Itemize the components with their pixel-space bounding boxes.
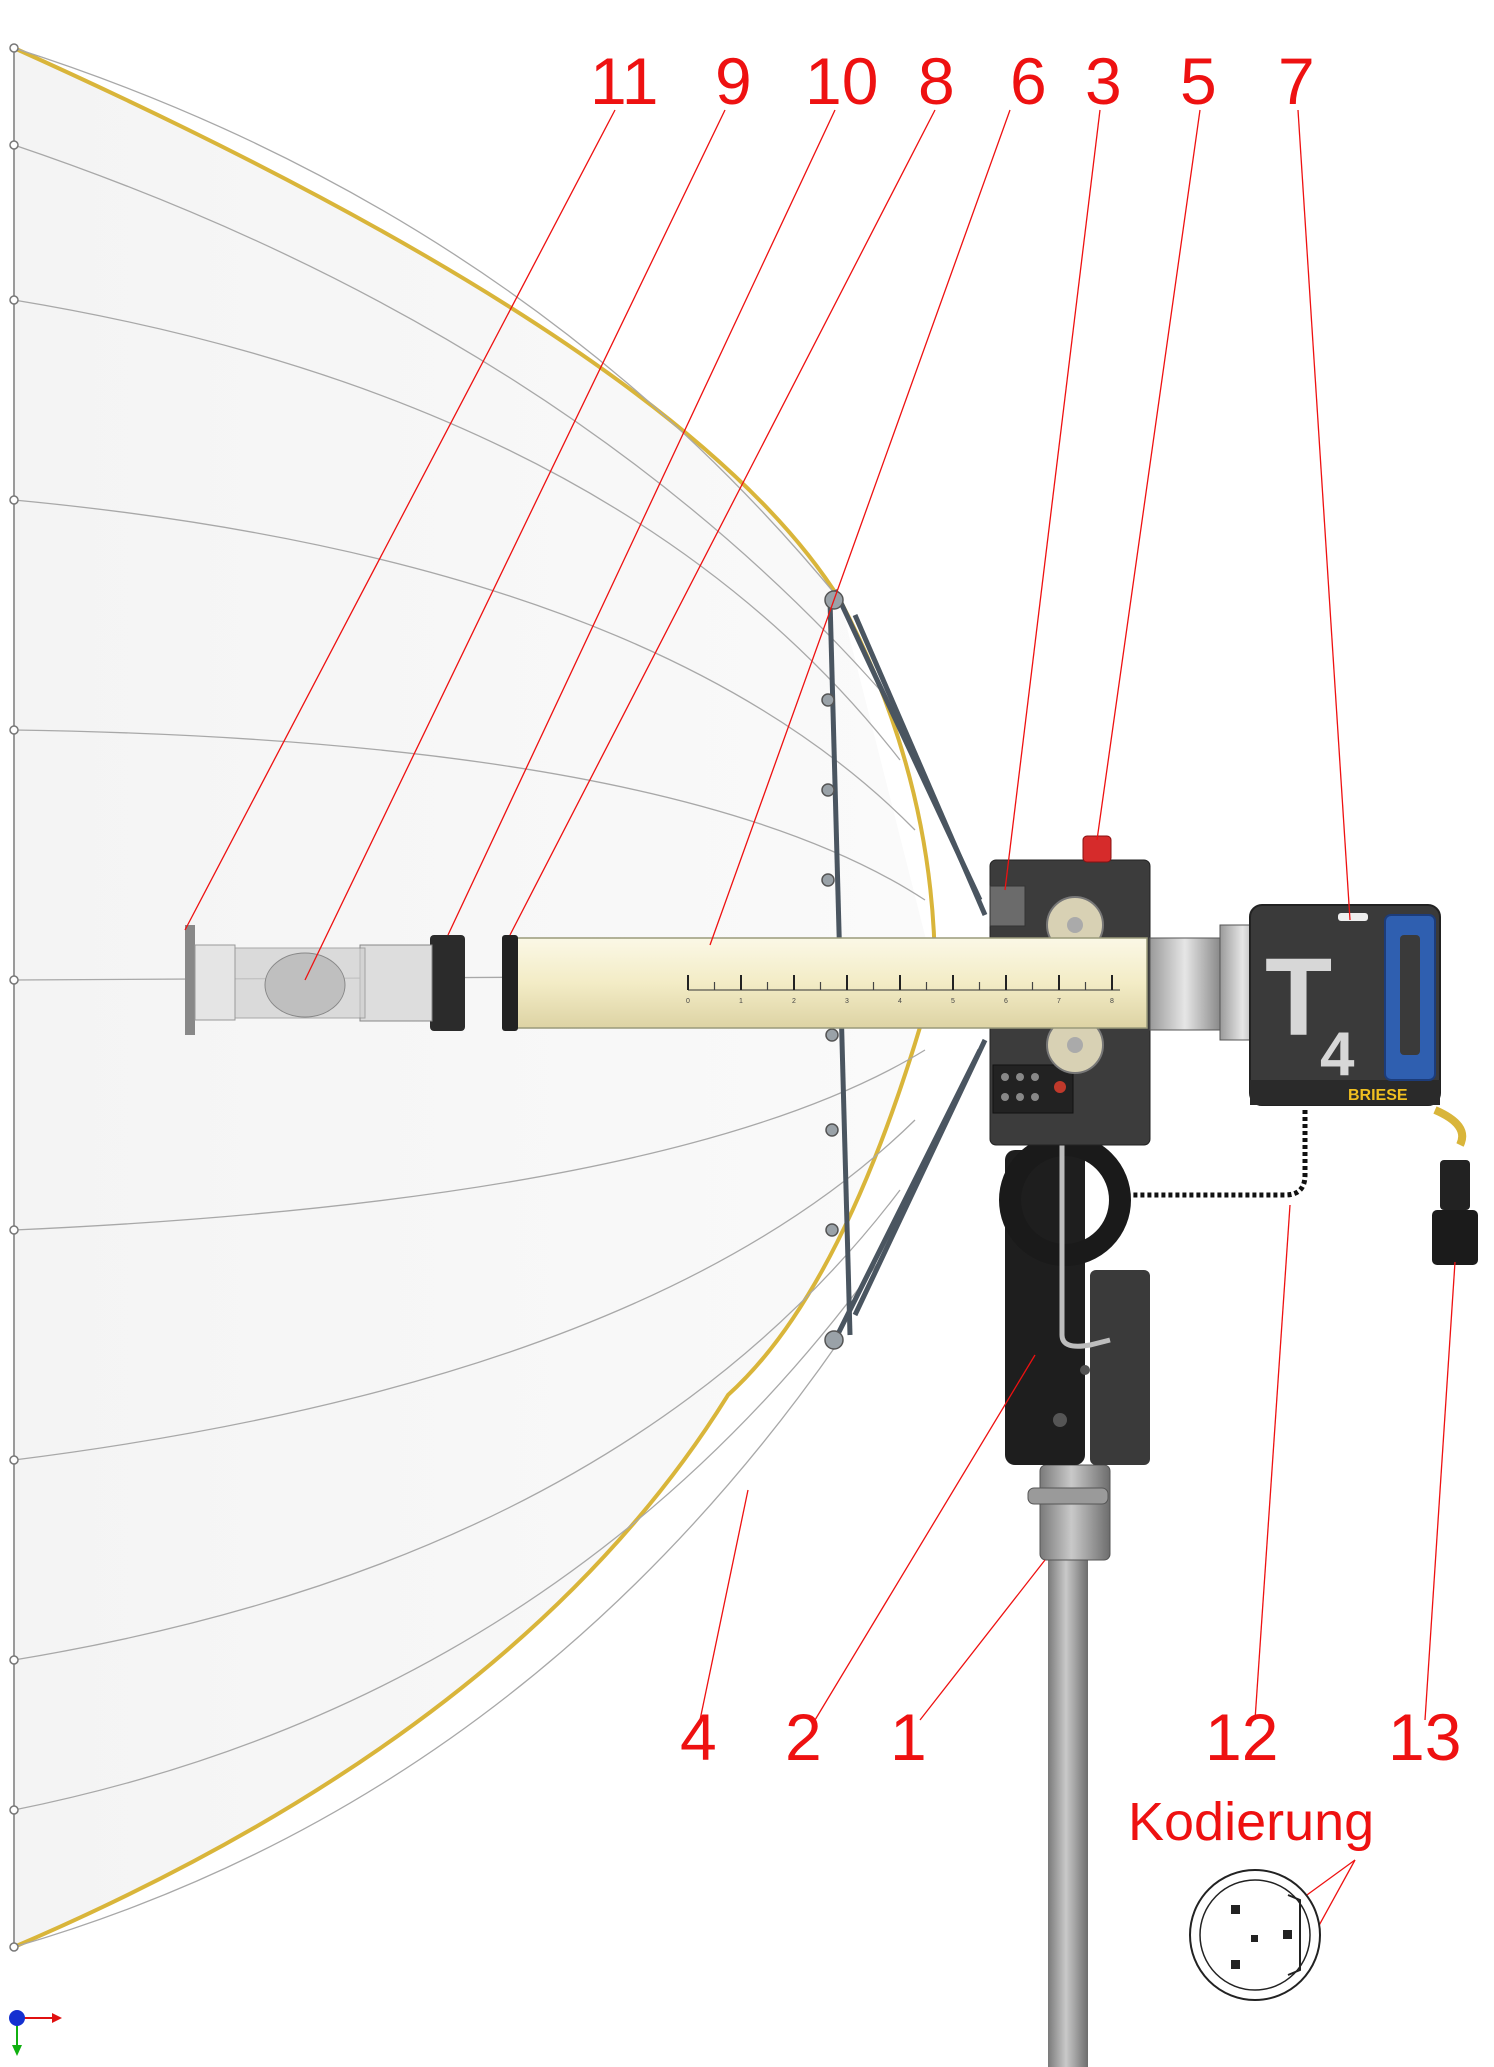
leader-8 [509,109,936,936]
focus-tube: 0 1 2 3 4 5 6 7 8 [506,937,1148,1029]
callout-3: 3 [1085,44,1122,118]
brand-logo: BRIESE [1348,1087,1408,1104]
leader-9 [304,109,726,981]
model-number: 4 [1320,1020,1355,1089]
scale-number: 8 [1110,998,1114,1005]
callout-6: 6 [1010,44,1047,118]
leader-11 [184,109,616,931]
leader-3 [1004,109,1101,891]
callout-9: 9 [715,44,752,118]
leader-2 [814,1354,1036,1721]
callout-10: 10 [805,44,878,118]
pin-2 [1251,1935,1258,1942]
callout-4: 4 [680,1700,717,1774]
axis-triad [9,2010,62,2056]
pin-1 [1231,1905,1240,1914]
leader-1 [919,1559,1046,1721]
model-letter: T [1265,936,1332,1059]
strut-joints [821,590,844,1350]
leader-5 [1096,109,1201,841]
leader-7 [1297,109,1351,921]
pin-4 [1283,1930,1292,1939]
reflector [9,43,938,1952]
power-plug [1432,1160,1478,1265]
callout-5: 5 [1180,44,1217,118]
scale-number: 6 [1004,998,1008,1005]
ring-8 [502,935,518,1031]
callout-12: 12 [1205,1700,1278,1774]
callout-7: 7 [1278,44,1315,118]
lamp-assembly [185,925,518,1035]
stand-pole [1048,1530,1088,2067]
scale-number: 1 [739,998,743,1005]
callout-labels: 11 9 10 8 6 3 5 7 4 2 1 12 13 [590,44,1461,1774]
scale-number: 3 [845,998,849,1005]
rear-coupling [1149,924,1266,1041]
scale-number: 0 [686,998,690,1005]
coding-label: Kodierung [1128,1792,1374,1852]
callout-11: 11 [590,44,659,118]
front-cap [185,925,195,1035]
callout-2: 2 [785,1700,822,1774]
leader-kodierung-a [1299,1859,1356,1901]
light-stand [1027,1464,1111,2067]
rim-tips [9,43,19,1952]
leader-4 [699,1489,749,1721]
callout-1: 1 [890,1700,927,1774]
scale-number: 5 [951,998,955,1005]
coding-key [1287,1894,1301,1976]
power-cable [1130,1106,1467,1198]
focus-scale: 0 1 2 3 4 5 6 7 8 [686,975,1114,1005]
callout-8: 8 [918,44,955,118]
scale-number: 7 [1057,998,1061,1005]
scale-number: 4 [898,998,902,1005]
lamp-head-t4: T 4 BRIESE [1249,904,1441,1106]
leader-lines [184,109,1456,1961]
coding-detail: Kodierung [1128,1792,1374,2001]
pin-3 [1231,1960,1240,1969]
yoke-bracket [999,1134,1150,1465]
stand-clamp [1039,1464,1111,1561]
ring-10 [430,935,465,1031]
reflector-cloth [14,48,935,1947]
lamp-bulb [264,952,346,1018]
scale-number: 2 [792,998,796,1005]
leader-13 [1424,1261,1456,1721]
leader-12 [1254,1204,1291,1721]
callout-13: 13 [1388,1700,1461,1774]
leader-10 [447,109,836,936]
leader-6 [709,109,1011,946]
